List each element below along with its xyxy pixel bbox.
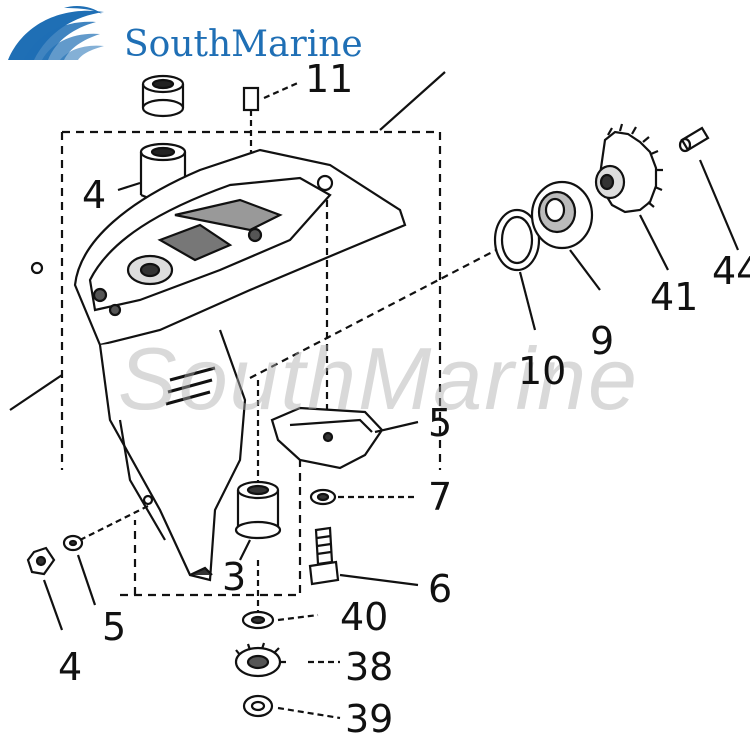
ring-10: [493, 208, 541, 272]
callout-10: 10: [518, 349, 567, 393]
pin-44: [678, 126, 710, 153]
leader-line-left: [9, 374, 63, 411]
shaft-line: [379, 71, 446, 131]
bearing-9: [530, 180, 594, 250]
leader-3: [239, 539, 251, 561]
callout-41: 41: [650, 275, 699, 319]
leader-5-left: [76, 554, 97, 606]
bolt-6: [308, 526, 340, 586]
callout-44: 44: [712, 249, 750, 293]
brand-name: SouthMarine: [124, 24, 363, 65]
callout-9: 9: [590, 319, 615, 363]
bolt-4-left: [26, 546, 56, 576]
lower-assembly-outline: [120, 460, 302, 597]
callout-4-top: 4: [82, 173, 107, 217]
washer-5-left: [62, 534, 84, 552]
callout-5-right: 5: [428, 401, 453, 445]
leader-41: [639, 214, 669, 271]
bushing-4: [139, 142, 187, 202]
callout-6: 6: [428, 567, 453, 611]
leader-44: [698, 159, 740, 251]
watermark-text: SouthMarine: [118, 329, 639, 428]
leader-9: [569, 249, 601, 291]
callout-39: 39: [345, 697, 394, 741]
plate-5: [270, 406, 384, 470]
clip-39: [242, 694, 274, 718]
callout-7: 7: [428, 475, 453, 519]
leader-4-bottom: [42, 579, 64, 631]
callout-11: 11: [305, 57, 354, 101]
leader-10: [249, 247, 501, 379]
gear-41: [594, 123, 663, 214]
callout-40: 40: [340, 595, 389, 639]
brand-logo: SouthMarine: [4, 2, 394, 68]
assembly-outline: [60, 130, 442, 470]
callout-5-left: 5: [102, 605, 127, 649]
wave-logo-icon: [8, 6, 104, 60]
leader-6: [339, 573, 419, 587]
top-bushing: [141, 74, 185, 118]
gear-case-housing: [73, 148, 407, 582]
small-pin: [30, 261, 44, 275]
leader-10b: [518, 271, 537, 331]
washer-40: [241, 560, 275, 630]
callout-4-bottom: 4: [58, 645, 83, 689]
bushing-3: [234, 380, 282, 540]
callout-38: 38: [345, 645, 394, 689]
callout-3: 3: [222, 555, 247, 599]
leader-5-right: [374, 420, 419, 434]
gear-38: [234, 642, 286, 678]
leader-4-top: [117, 181, 141, 192]
washer-7: [309, 488, 337, 506]
